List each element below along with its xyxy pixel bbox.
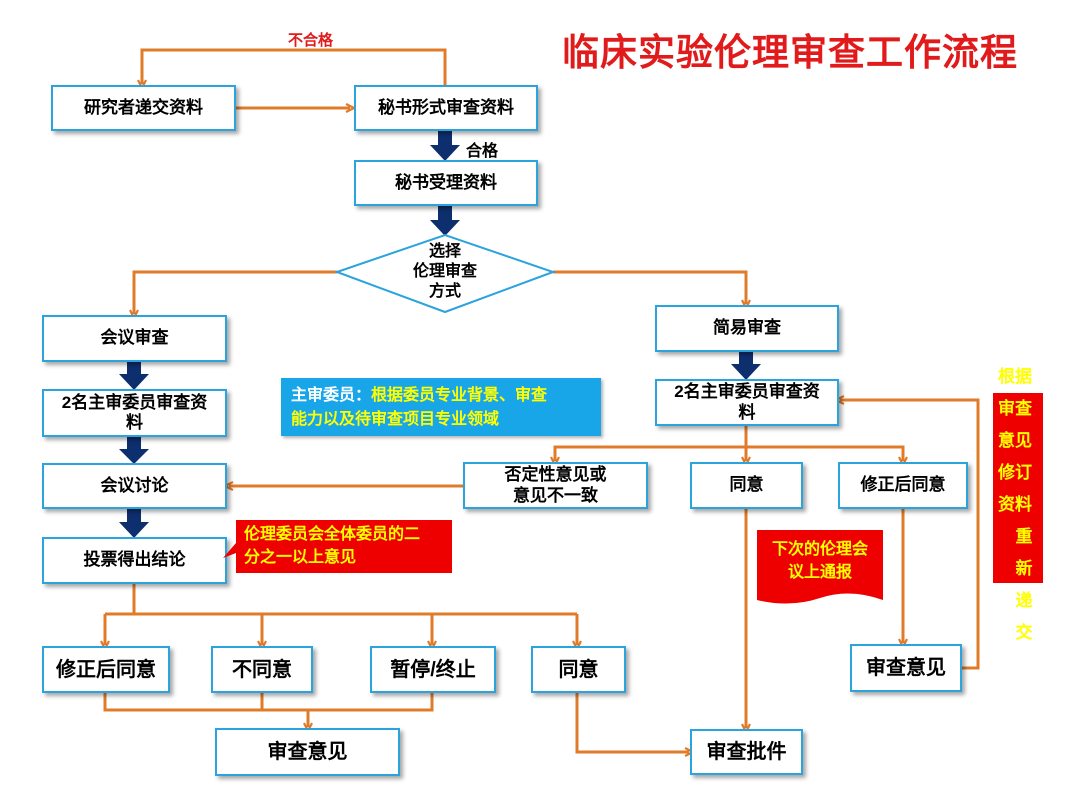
vote-rule-callout-shape [223, 520, 452, 573]
choose-method-line-1: 选择 [428, 243, 461, 260]
review-opinion-right-box: 审查意见 [850, 644, 962, 692]
resubmit-line-6: 重新 [1015, 527, 1033, 578]
negative-opinion-line-2: 意见不一致 [513, 485, 598, 505]
resubmit-line-3: 意见 [998, 431, 1032, 450]
review-opinion-left-box: 审查意见 [215, 728, 400, 776]
result-suspend-box: 暂停/终止 [370, 646, 496, 693]
simple-review-box: 简易审查 [655, 305, 839, 352]
result-agree-after-revision-box: 修正后同意 [42, 646, 170, 693]
choose-method-text: 选择 伦理审查 方式 [395, 242, 495, 302]
approval-box: 审查批件 [690, 729, 803, 775]
next-meeting-line-2: 议上通报 [787, 564, 852, 582]
vote-rule-line-2: 分之一以上意见 [244, 549, 357, 567]
next-meeting-banner-shape [757, 530, 883, 604]
resubmit-line-4: 修订 [998, 463, 1032, 482]
pass-label: 合格 [466, 143, 499, 160]
result-disagree-box: 不同意 [211, 646, 313, 693]
decision-diamond [334, 233, 556, 314]
main-reviewer-text-1: 根据委员专业背景、审查 [371, 387, 548, 404]
choose-method-line-2: 伦理审查 [412, 263, 477, 280]
reject-label: 不合格 [288, 32, 334, 49]
vote-box: 投票得出结论 [42, 537, 227, 584]
meeting-two-reviewers-line-1: 2名主审委员审查资 [61, 392, 208, 412]
meeting-discussion-box: 会议讨论 [42, 463, 227, 509]
negative-opinion-box: 否定性意见或 意见不一致 [463, 462, 648, 509]
meeting-two-reviewers-line-2: 料 [126, 413, 143, 432]
simple-agree-after-revision-box: 修正后同意 [838, 462, 968, 509]
secretary-formal-review-box: 秘书形式审查资料 [354, 85, 538, 131]
simple-two-reviewers-line-1: 2名主审委员审查资 [674, 382, 820, 402]
vote-rule-note: 伦理委员会全体委员的二 分之一以上意见 [244, 523, 454, 569]
page-title: 临床实验伦理审查工作流程 [562, 31, 1018, 74]
negative-opinion-line-1: 否定性意见或 [504, 465, 607, 485]
simple-agree-box: 同意 [690, 462, 803, 509]
simple-two-reviewers-line-2: 料 [738, 402, 756, 422]
resubmit-line-5: 资料 [998, 495, 1032, 514]
researcher-submit-box: 研究者递交资料 [51, 85, 236, 131]
main-reviewer-label: 主审委员： [291, 387, 372, 404]
secretary-accept-box: 秘书受理资料 [354, 160, 538, 206]
result-agree-box: 同意 [531, 646, 626, 693]
simple-two-reviewers-box: 2名主审委员审查资 料 [655, 379, 839, 426]
resubmit-line-1: 根据 [998, 367, 1032, 386]
meeting-review-box: 会议审查 [42, 315, 227, 362]
main-reviewer-text-2: 能力以及待审查项目专业领域 [291, 411, 500, 428]
choose-method-line-3: 方式 [428, 283, 461, 300]
resubmit-line-2: 审查 [998, 399, 1032, 418]
main-reviewer-note: 主审委员：根据委员专业背景、审查 能力以及待审查项目专业领域 [281, 378, 601, 436]
resubmit-note: 根据 审查 意见 修订 资料 重新 递交 [990, 361, 1040, 649]
resubmit-line-7: 递交 [1015, 591, 1033, 642]
resubmit-note-bg [993, 393, 1043, 583]
next-meeting-note: 下次的伦理会 议上通报 [757, 538, 883, 584]
meeting-two-reviewers-box: 2名主审委员审查资 料 [42, 389, 227, 437]
vote-rule-line-1: 伦理委员会全体委员的二 [244, 526, 421, 543]
next-meeting-line-1: 下次的伦理会 [771, 541, 868, 558]
